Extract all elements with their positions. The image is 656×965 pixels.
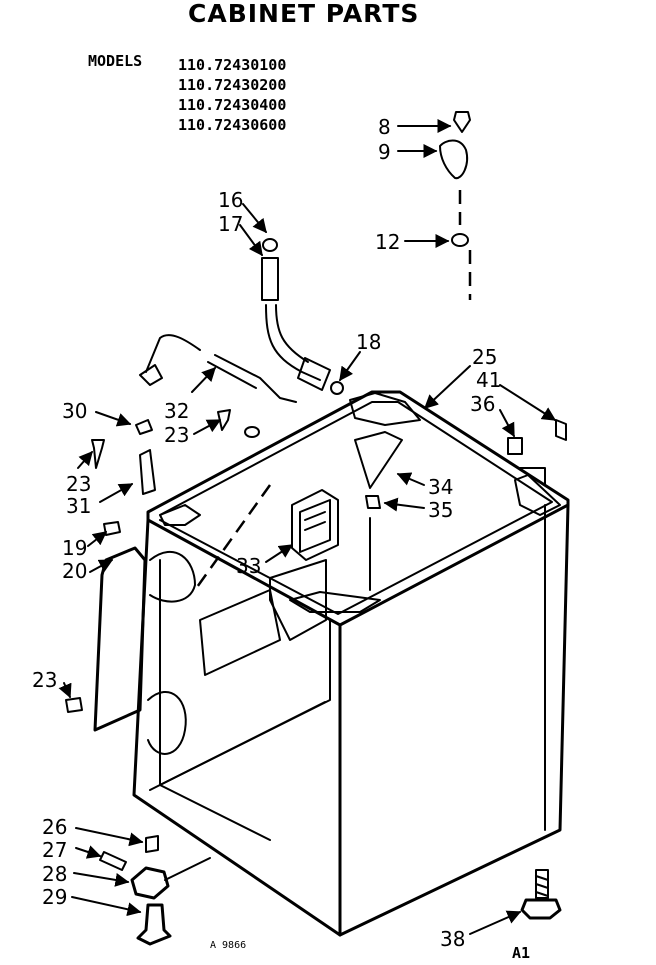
callout-labels: 8 9 12 16 17 18 25 41 36 30 32 23 23 31 … [32, 115, 501, 951]
callout-23: 23 [32, 668, 57, 692]
callout-34: 34 [428, 475, 453, 499]
hose-assembly [261, 238, 331, 391]
cap-part [99, 851, 127, 871]
callout-32: 32 [164, 399, 189, 423]
callout-9: 9 [378, 140, 391, 164]
cabinet-body [132, 390, 570, 937]
side-panel [93, 546, 147, 732]
callout-23: 23 [66, 472, 91, 496]
callout-28: 28 [42, 862, 67, 886]
screw-part [453, 111, 471, 133]
plug-part [139, 449, 156, 495]
leveling-foot [520, 869, 562, 920]
clip-part [555, 419, 567, 441]
hose-part [207, 361, 257, 389]
callout-29: 29 [42, 885, 67, 909]
callout-30: 30 [62, 399, 87, 423]
washer-part [330, 381, 344, 395]
model-number: 110.72430600 [178, 116, 286, 134]
models-label: MODELS [88, 52, 142, 70]
callout-25: 25 [472, 345, 497, 369]
clip-part [507, 437, 523, 455]
hose-part [214, 354, 297, 403]
control-bracket [291, 489, 339, 561]
callout-12: 12 [375, 230, 400, 254]
grommet-part [451, 233, 469, 247]
clip-part [244, 426, 260, 438]
callout-38: 38 [440, 927, 465, 951]
screw-part [91, 439, 105, 469]
screw-part [103, 521, 121, 536]
clamp-part [439, 139, 468, 180]
model-number: 110.72430200 [178, 76, 286, 94]
callout-8: 8 [378, 115, 391, 139]
leveling-leg [130, 866, 170, 900]
washer-part [145, 835, 159, 853]
clip-part [365, 495, 381, 509]
drawing-code: A 9866 [210, 940, 246, 951]
callout-35: 35 [428, 498, 453, 522]
callout-16: 16 [218, 188, 243, 212]
callout-17: 17 [218, 212, 243, 236]
inlet-hose [139, 364, 163, 386]
cabinet-brace [354, 431, 403, 489]
screw-part [65, 697, 83, 713]
leader-lines [58, 119, 557, 935]
diagram-title: CABINET PARTS [188, 0, 419, 28]
callout-41: 41 [476, 368, 501, 392]
callout-27: 27 [42, 838, 67, 862]
callout-18: 18 [356, 330, 381, 354]
page-label: A1 [512, 944, 530, 962]
inlet-hose [145, 334, 201, 373]
callout-36: 36 [470, 392, 495, 416]
model-number: 110.72430400 [178, 96, 286, 114]
callout-20: 20 [62, 559, 87, 583]
callout-31: 31 [66, 494, 91, 518]
clip-part [135, 419, 153, 435]
callout-19: 19 [62, 536, 87, 560]
callout-33: 33 [236, 554, 261, 578]
foot-part [136, 903, 172, 946]
callout-23: 23 [164, 423, 189, 447]
callout-26: 26 [42, 815, 67, 839]
model-number: 110.72430100 [178, 56, 286, 74]
